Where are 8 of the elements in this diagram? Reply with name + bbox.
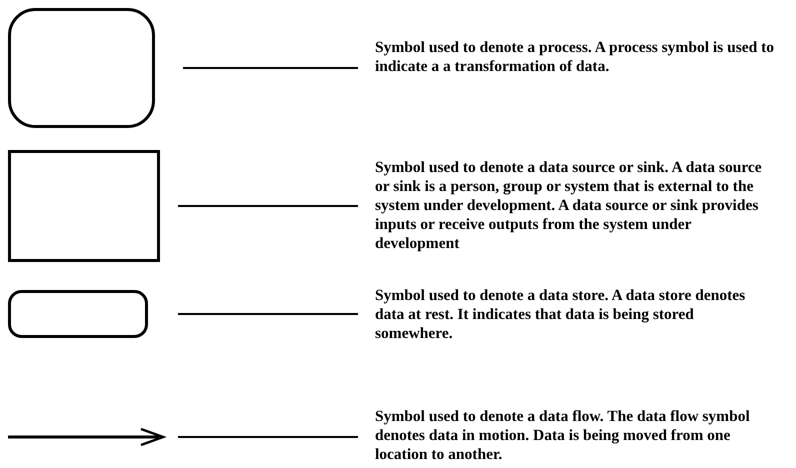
connector-line xyxy=(178,313,358,315)
connector-line xyxy=(183,67,358,69)
connector-line xyxy=(178,436,358,438)
connector-line xyxy=(178,205,358,207)
symbol-description: Symbol used to denote a data source or sink. A data source or sink is a person, group or system that is external to the system under development. A data source or sink provides inputs or receive outputs from the system under development xyxy=(375,158,763,253)
symbol-description: Symbol used to denote a data flow. The data flow symbol denotes data in motion. Data is being moved from one location to another. xyxy=(375,407,751,464)
symbol-description: Symbol used to denote a process. A process symbol is used to indicate a a transformation of data. xyxy=(375,38,775,76)
symbol-description: Symbol used to denote a data store. A data store denotes data at rest. It indicates that data is being stored somewhere. xyxy=(375,286,746,343)
